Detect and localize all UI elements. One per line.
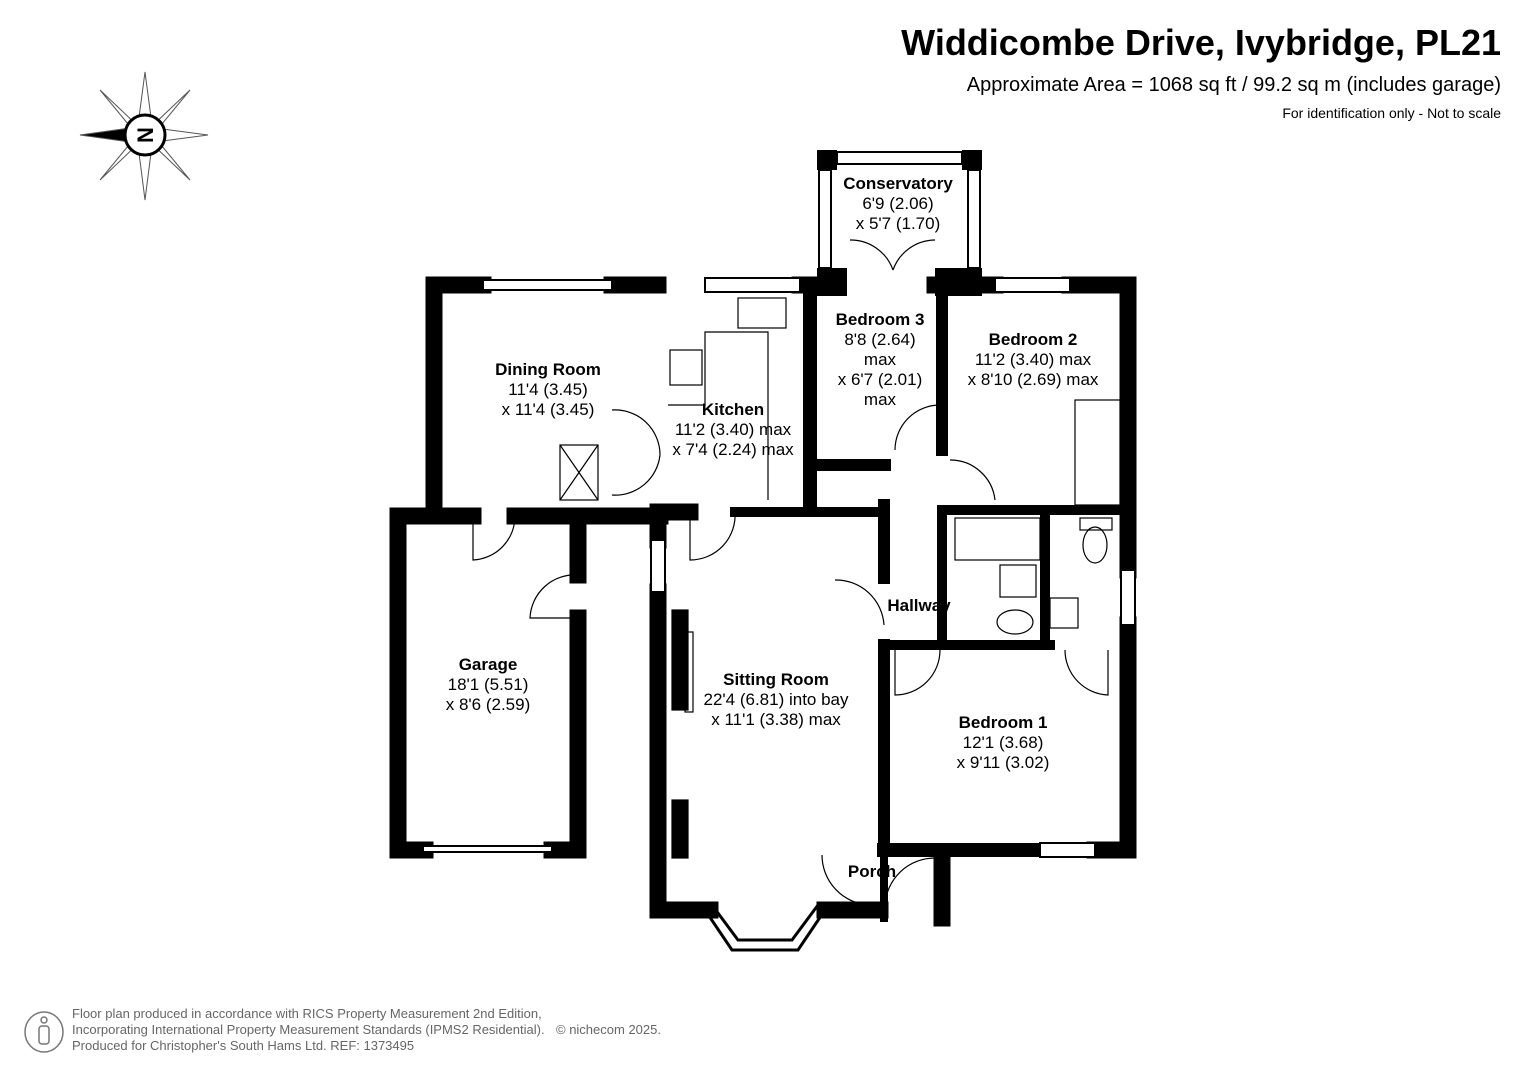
room-garage: Garage 18'1 (5.51) x 8'6 (2.59) xyxy=(446,655,531,715)
room-dims: 18'1 (5.51) xyxy=(447,675,529,694)
room-bedroom-3: Bedroom 3 8'8 (2.64) max x 6'7 (2.01) ma… xyxy=(836,310,925,410)
walls xyxy=(389,150,1137,927)
doors xyxy=(472,239,1109,906)
room-conservatory: Conservatory 6'9 (2.06) x 5'7 (1.70) xyxy=(843,174,953,234)
footer-line: Incorporating International Property Mea… xyxy=(72,1022,545,1037)
room-porch: Porch xyxy=(848,862,896,882)
room-dims: 11'2 (3.40) max xyxy=(674,420,792,439)
room-dims: 11'4 (3.45) xyxy=(508,380,588,399)
room-dims: 22'4 (6.81) into bay xyxy=(703,690,849,709)
room-bedroom-2: Bedroom 2 11'2 (3.40) max x 8'10 (2.69) … xyxy=(968,330,1099,390)
room-dims: 12'1 (3.68) xyxy=(962,733,1044,752)
room-name: Garage xyxy=(458,655,518,674)
room-dims: x 8'10 (2.69) max xyxy=(967,370,1099,389)
room-name: Dining Room xyxy=(495,360,601,379)
footer-line: Produced for Christopher's South Hams Lt… xyxy=(72,1038,415,1053)
room-name: Bedroom 2 xyxy=(988,330,1078,349)
scale-note: For identification only - Not to scale xyxy=(1282,105,1501,121)
room-kitchen: Kitchen 11'2 (3.40) max x 7'4 (2.24) max xyxy=(672,400,793,460)
room-dims: max xyxy=(863,350,897,369)
room-dims: 6'9 (2.06) xyxy=(862,194,934,213)
room-dims: x 11'4 (3.45) xyxy=(501,400,595,419)
approximate-area: Approximate Area = 1068 sq ft / 99.2 sq … xyxy=(966,74,1501,96)
footer-disclaimer: Floor plan produced in accordance with R… xyxy=(72,1006,545,1054)
room-dims: x 9'11 (3.02) xyxy=(956,753,1050,772)
room-dims: x 7'4 (2.24) max xyxy=(672,440,794,459)
room-dims: x 8'6 (2.59) xyxy=(445,695,531,714)
person-logo-icon xyxy=(24,1011,64,1053)
room-name: Bedroom 3 xyxy=(835,310,925,329)
footer-line: Floor plan produced in accordance with R… xyxy=(72,1006,542,1021)
room-name: Conservatory xyxy=(843,174,953,193)
room-bedroom-1: Bedroom 1 12'1 (3.68) x 9'11 (3.02) xyxy=(957,713,1050,773)
room-name: Bedroom 1 xyxy=(958,713,1048,732)
room-dims: max xyxy=(863,390,897,409)
room-dims: 11'2 (3.40) max xyxy=(974,350,1092,369)
bay-window xyxy=(703,904,827,952)
room-dims: x 6'7 (2.01) xyxy=(837,370,923,389)
room-name: Kitchen xyxy=(701,400,765,419)
room-dims: x 11'1 (3.38) max xyxy=(711,710,841,729)
copyright: © nichecom 2025. xyxy=(556,1022,661,1037)
compass-label: N xyxy=(133,127,158,143)
room-hallway: Hallway xyxy=(887,596,950,616)
room-name: Porch xyxy=(847,862,897,881)
room-dims: x 5'7 (1.70) xyxy=(855,214,941,233)
property-title: Widdicombe Drive, Ivybridge, PL21 xyxy=(901,22,1501,63)
room-dims: 8'8 (2.64) xyxy=(844,330,916,349)
room-dining-room: Dining Room 11'4 (3.45) x 11'4 (3.45) xyxy=(495,360,601,420)
room-sitting-room: Sitting Room 22'4 (6.81) into bay x 11'1… xyxy=(703,670,848,730)
windows xyxy=(422,151,1136,858)
room-name: Sitting Room xyxy=(723,670,829,689)
room-name: Hallway xyxy=(887,596,951,615)
compass-icon xyxy=(79,71,209,201)
fixtures xyxy=(559,297,1121,859)
